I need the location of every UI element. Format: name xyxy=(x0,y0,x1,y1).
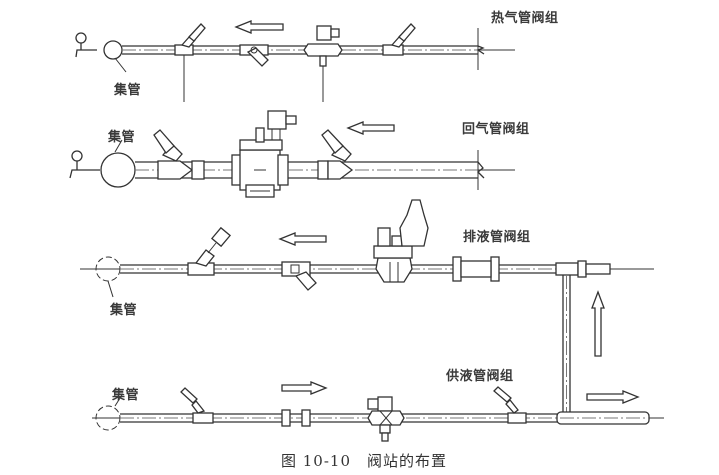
main-valve-icon xyxy=(231,110,297,198)
header-label: 集管 xyxy=(114,83,142,98)
hot-gas-valve-group xyxy=(75,20,515,102)
strainer-icon xyxy=(239,44,269,67)
supply-liquid-group-title: 供液管阀组 xyxy=(446,369,514,384)
pressure-gauge-icon xyxy=(75,32,97,58)
stop-valve-icon xyxy=(174,23,206,102)
solenoid-valve-icon xyxy=(373,199,429,283)
strainer-icon xyxy=(281,261,317,291)
drain-liquid-valve-group xyxy=(80,199,654,298)
figure-caption: 图 10-10 阀站的布置 xyxy=(281,452,448,470)
solenoid-valve-icon xyxy=(303,25,343,102)
flow-arrow-right-icon xyxy=(586,390,640,404)
flow-arrow-left-icon xyxy=(346,121,395,135)
sight-glass-icon xyxy=(452,256,500,282)
flow-arrow-left-icon xyxy=(234,20,284,34)
header-pipe-circle xyxy=(100,152,136,188)
return-gas-group-title: 回气管阀组 xyxy=(462,122,530,137)
flange-union-icon xyxy=(281,409,311,427)
hot-gas-group-title: 热气管阀组 xyxy=(491,11,559,26)
tee-fitting-icon xyxy=(555,260,654,278)
return-gas-valve-group xyxy=(69,110,515,198)
drain-liquid-group-title: 排液管阀组 xyxy=(463,230,531,245)
stop-valve-icon xyxy=(493,386,527,424)
riser-pipe xyxy=(562,275,571,412)
solenoid-valve-icon xyxy=(367,396,405,442)
stop-valve-icon xyxy=(317,129,354,180)
flow-arrow-right-icon xyxy=(281,381,328,395)
supply-liquid-valve-group xyxy=(92,381,664,442)
pressure-gauge-icon xyxy=(69,150,100,179)
stop-valve-icon xyxy=(153,129,205,180)
header-label: 集管 xyxy=(110,303,138,318)
stop-valve-icon xyxy=(382,23,416,56)
header-pipe-circle xyxy=(103,40,123,60)
stop-valve-icon xyxy=(180,387,214,424)
flow-arrow-left-icon xyxy=(278,232,327,246)
header-label: 集管 xyxy=(112,388,140,403)
angle-valve-icon xyxy=(187,226,232,276)
flow-arrow-up-icon xyxy=(591,290,605,357)
header-label: 集管 xyxy=(108,130,136,145)
